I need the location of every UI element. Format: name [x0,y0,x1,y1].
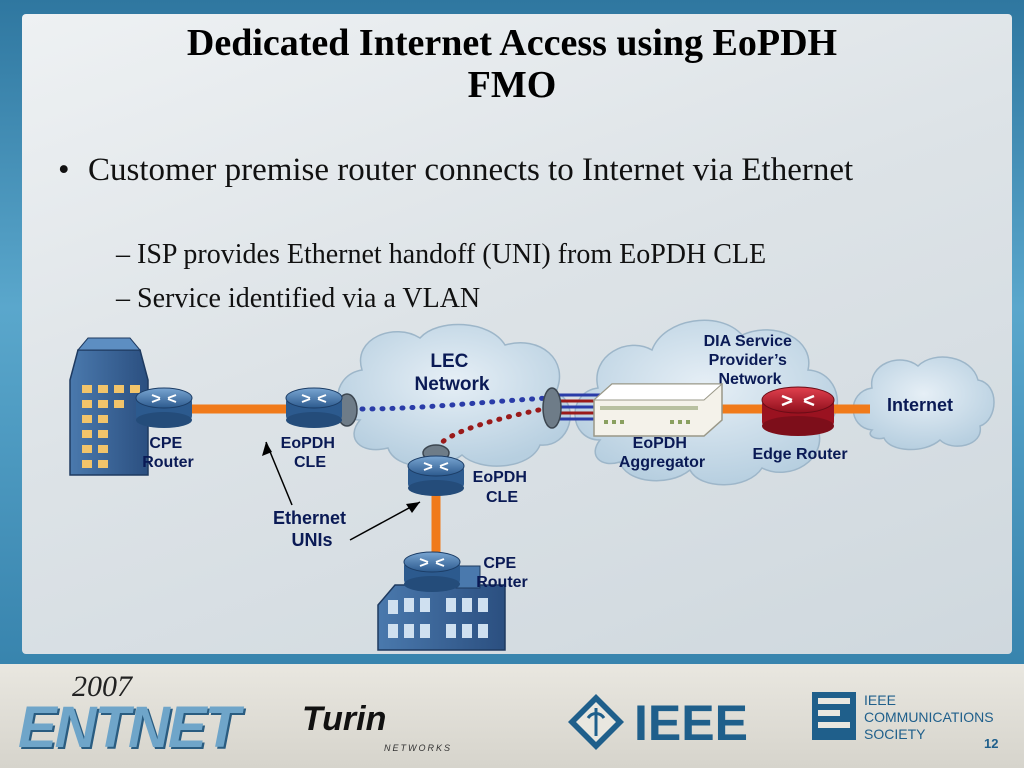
logo-year: 2007 [72,670,132,703]
eopdh-cle-1-label-line-1: EoPDH [281,435,335,452]
svg-text:EoPDH CLE: EoPDH CLE [281,435,340,471]
ieee-diamond-icon [568,694,624,750]
cpe-router-2-label-line-1: CPE [483,555,516,572]
dia-label-line-2: Provider’s [709,352,787,369]
page-number: 12 [984,736,999,751]
aggregator-label-line-2: Aggregator [619,454,705,471]
internet-label: Internet [887,395,953,415]
cpe-router-1-icon [135,387,193,428]
svg-text:Ethernet UNIs: Ethernet UNIs [273,508,351,550]
vlan-paths [359,395,551,451]
office-tower-icon [69,337,149,476]
vlan-path-blue [359,395,551,412]
eopdh-aggregator-icon [592,383,724,437]
eopdh-cle-1-label-line-2: CLE [294,454,326,471]
eopdh-cle-1-icon [285,387,343,428]
comsoc-line-3: SOCIETY [864,726,926,742]
bullet-main: • Customer premise router connects to In… [58,150,942,190]
ethernet-unis-label-line-2: UNIs [291,530,332,550]
comsoc-logo-text: IEEE COMMUNICATIONS SOCIETY [864,692,994,743]
cpe-router-1-label-line-2: Router [142,454,194,471]
svg-text:LEC Network: LEC Network [415,351,490,395]
edge-router-icon [761,386,835,436]
vlan-path-red [433,405,551,451]
title-line-1: Dedicated Internet Access using EoPDH [186,22,838,64]
lec-label-line-2: Network [415,374,490,395]
edge-router-label: Edge Router [752,446,847,463]
title-line-2: FMO [467,64,557,106]
bullet-dot-icon: • [58,152,70,188]
eopdh-cle-2-label-line-1: EoPDH [473,469,527,486]
lec-interface-right-icon [542,387,562,429]
networks-logo-text: NETWORKS [384,743,453,753]
svg-text:DIA Service Provider’s: DIA Service Provider’s Network [704,333,797,388]
svg-text:EoPDH CLE: EoPDH CLE [473,469,532,506]
eopdh-cle-2-icon [407,455,465,496]
aggregator-label-line-1: EoPDH [633,435,687,452]
eopdh-cle-2-label-line-2: CLE [486,489,518,506]
dia-label-line-1: DIA Service [704,333,792,350]
network-diagram: LEC Network DIA Service Provider’s Netwo… [69,319,995,651]
svg-text:CPE Router: CPE Router [476,555,528,591]
slide-title: Dedicated Internet Access using EoPDH FM… [0,22,1024,106]
ieee-logo-text: IEEE [634,695,748,751]
comsoc-logo-icon [812,692,856,740]
lec-label-line-1: LEC [430,351,468,372]
cpe-router-2-icon [403,551,461,592]
uni-arrows [262,441,421,541]
sub-bullet-2: – Service identified via a VLAN [116,283,481,314]
internet-cloud: Internet [852,356,995,451]
cpe-router-1-label-line-1: CPE [149,435,182,452]
turin-logo: Turin [302,700,387,738]
dia-label-line-3: Network [718,371,781,388]
comsoc-line-2: COMMUNICATIONS [864,709,994,725]
bullet-main-text: Customer premise router connects to Inte… [88,152,854,188]
comsoc-line-1: IEEE [864,692,896,708]
entnet-logo: ENTNET [18,695,240,760]
sub-bullet-1: – ISP provides Ethernet handoff (UNI) fr… [116,239,767,270]
svg-text:EoPDH Aggregator: EoPDH Aggregator [619,435,705,471]
slide-panel [22,14,1012,654]
svg-text:CPE Router: CPE Router [142,435,194,471]
vlan-bundle [556,393,600,421]
ethernet-unis-label-line-1: Ethernet [273,508,346,528]
lec-network-cloud: LEC Network [337,323,571,467]
cpe-router-2-label-line-2: Router [476,574,528,591]
